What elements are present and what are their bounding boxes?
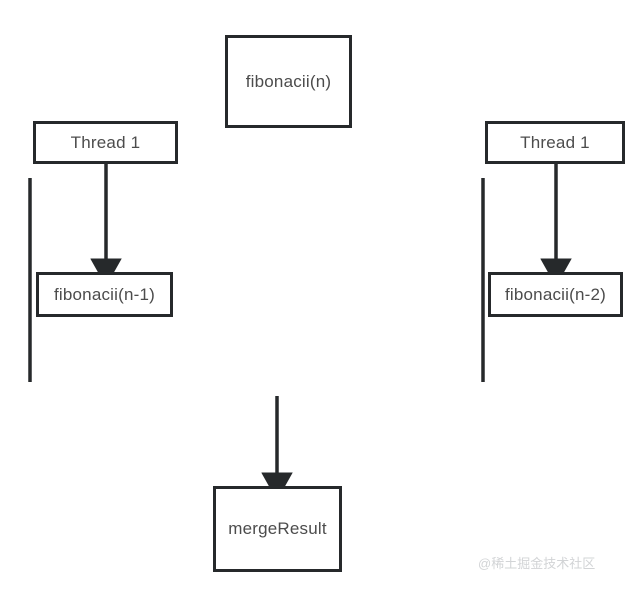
node-fibonacii-n-minus-2[interactable]: fibonacii(n-2) <box>488 272 623 317</box>
node-fibonacii-n-minus-2-label: fibonacii(n-2) <box>504 284 607 304</box>
node-thread-right[interactable]: Thread 1 <box>485 121 625 164</box>
node-thread-left[interactable]: Thread 1 <box>33 121 178 164</box>
node-fibonacii-n-label: fibonacii(n) <box>245 71 332 91</box>
node-merge-result[interactable]: mergeResult <box>213 486 342 572</box>
watermark-text: @稀土掘金技术社区 <box>478 556 596 571</box>
node-fibonacii-n[interactable]: fibonacii(n) <box>225 35 352 128</box>
node-fibonacii-n-minus-1[interactable]: fibonacii(n-1) <box>36 272 173 317</box>
node-thread-right-label: Thread 1 <box>520 132 590 152</box>
node-merge-result-label: mergeResult <box>228 519 327 538</box>
node-thread-left-label: Thread 1 <box>70 132 141 152</box>
node-fibonacii-n-minus-1-label: fibonacii(n-1) <box>53 284 156 304</box>
